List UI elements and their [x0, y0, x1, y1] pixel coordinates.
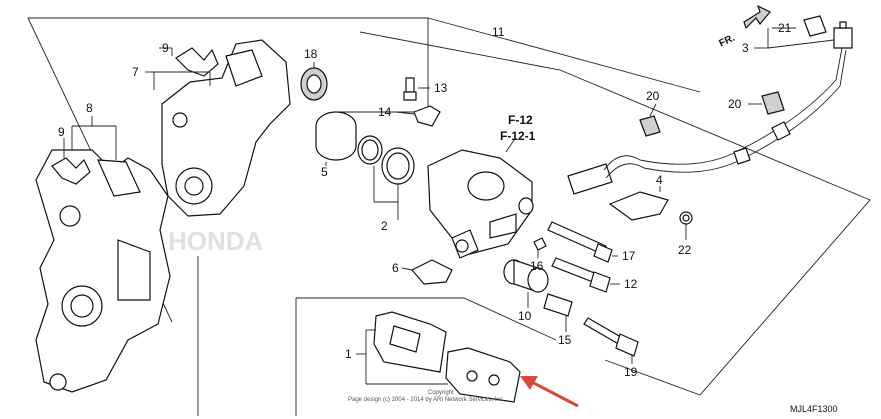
callout-11: 11 — [492, 25, 505, 39]
part-17-pin — [547, 221, 613, 263]
part-3-sensor — [567, 21, 853, 195]
callout-2: 2 — [381, 219, 388, 233]
part-18-boot — [300, 67, 328, 101]
part-1-pad-rear — [373, 311, 447, 373]
callout-21: 21 — [778, 21, 792, 35]
part-9-clip-lower — [51, 157, 91, 185]
part-7-bracket — [161, 39, 291, 217]
part-22-bolt — [679, 211, 693, 225]
copyright-line-2: Page design (c) 2004 - 2014 by ARI Netwo… — [348, 397, 505, 403]
part-15-bushing — [543, 293, 573, 317]
ref-label-f12-1: F-12-1 — [500, 129, 536, 143]
callout-19: 19 — [624, 365, 638, 379]
front-marker-label: FR. — [717, 33, 736, 50]
callout-3: 3 — [742, 41, 749, 55]
part-19-bolt — [583, 317, 639, 357]
part-13-bleeder — [403, 77, 417, 101]
part-10-sleeve — [503, 259, 549, 293]
part-5-piston — [315, 111, 357, 161]
part-12-pin — [551, 257, 611, 293]
callout-22: 22 — [678, 243, 692, 257]
callout-16: 16 — [530, 259, 544, 273]
callout-4: 4 — [656, 173, 663, 187]
ref-label-f12: F-12 — [508, 113, 533, 127]
part-6-spring — [411, 259, 453, 285]
part-14-cap — [413, 105, 441, 127]
part-1-pad-front — [445, 347, 521, 403]
part-8-bracket — [35, 149, 171, 393]
callout-10: 10 — [518, 309, 532, 323]
callout-9-upper: 9 — [162, 41, 169, 55]
part-20-grommet-upper — [639, 115, 661, 137]
callout-15: 15 — [558, 333, 572, 347]
frame-caliper-body — [359, 31, 871, 396]
part-9-clip-upper — [175, 47, 219, 77]
callout-13: 13 — [434, 81, 448, 95]
diagram-code: MJL4F1300 — [790, 404, 838, 414]
callout-20-upper: 20 — [646, 89, 660, 103]
callout-5: 5 — [321, 165, 328, 179]
part-2-seals — [357, 135, 415, 185]
part-16-nipple — [533, 237, 547, 251]
copyright-line-1: Copyright — [428, 390, 454, 396]
frame-caliper-bracket — [28, 17, 429, 113]
watermark-logo: HONDA — [168, 226, 264, 256]
part-20-grommet-lower — [761, 91, 785, 115]
callout-7: 7 — [132, 65, 139, 79]
callout-8: 8 — [86, 101, 93, 115]
leader-lines — [63, 27, 835, 385]
part-21-clip — [803, 15, 827, 37]
callout-20-lower: 20 — [728, 97, 742, 111]
frame-pads-top — [296, 297, 557, 341]
callout-6: 6 — [392, 261, 399, 275]
part-4-bracket — [608, 191, 669, 221]
callout-17: 17 — [622, 249, 636, 263]
part-11-caliper — [427, 149, 534, 259]
highlight-arrow — [520, 376, 579, 408]
highlight-arrow-shaft — [527, 378, 579, 408]
callout-9-lower: 9 — [58, 125, 65, 139]
callout-1: 1 — [345, 347, 352, 361]
callout-18: 18 — [304, 47, 318, 61]
frame-caliper-edge — [427, 17, 701, 93]
highlight-arrow-head — [520, 376, 538, 390]
callout-14: 14 — [378, 105, 392, 119]
callout-12: 12 — [624, 277, 638, 291]
